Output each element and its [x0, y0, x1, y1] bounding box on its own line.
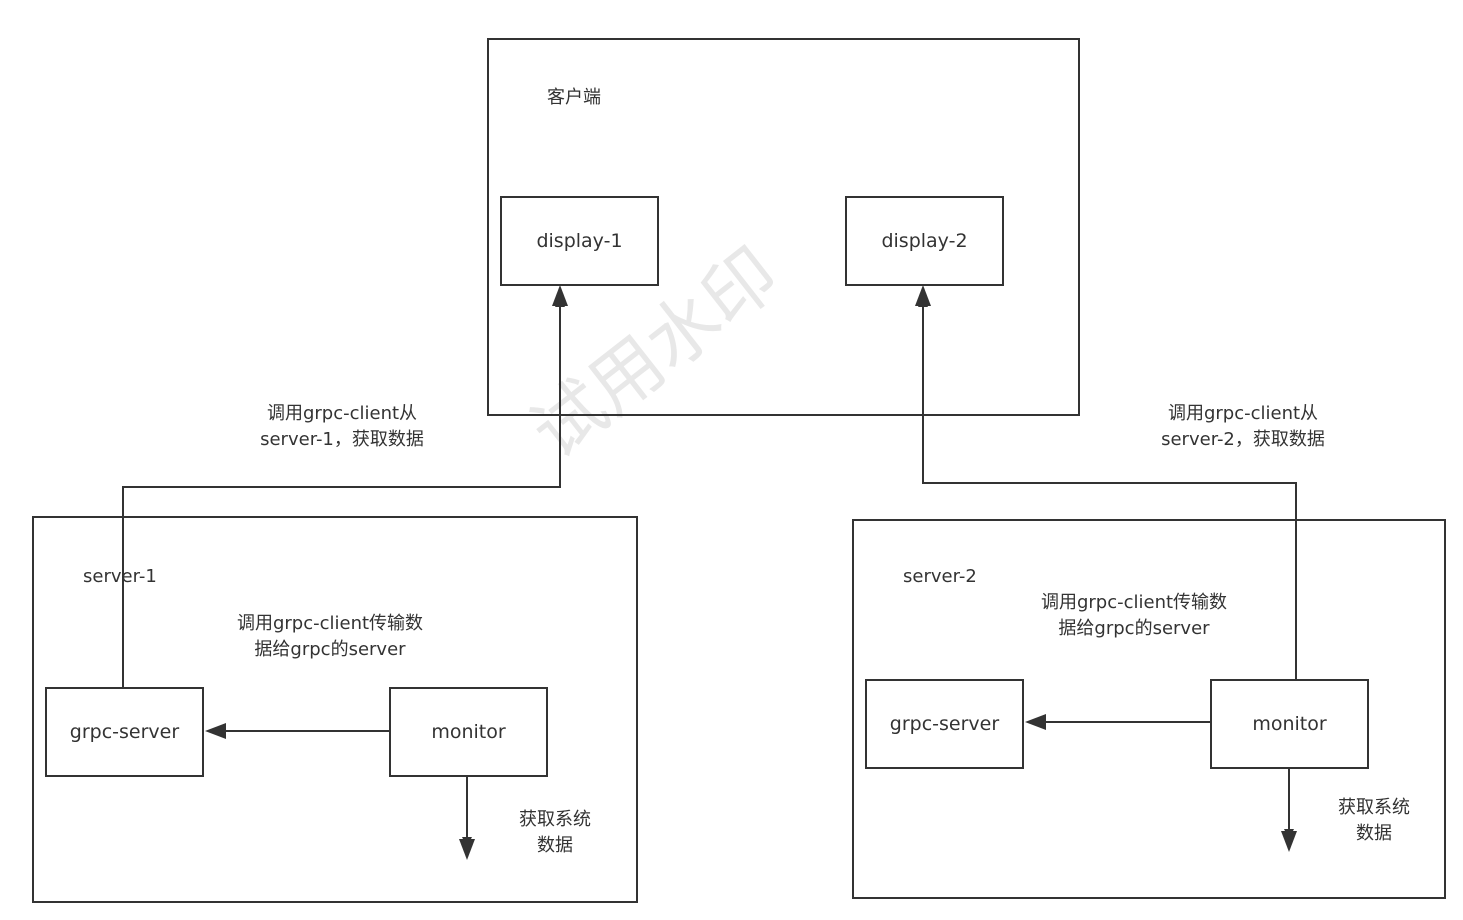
display-1-label: display-1 [536, 230, 623, 252]
edge-label-left: 调用grpc-client从 server-1，获取数据 [260, 403, 424, 450]
server-1-title: server-1 [83, 566, 157, 587]
server-1-monitor-note: 调用grpc-client传输数 据给grpc的server [236, 613, 424, 660]
server-1-monitor-label: monitor [431, 721, 506, 743]
server-2-monitor-note: 调用grpc-client传输数 据给grpc的server [1040, 592, 1228, 639]
server-1-monitor-node[interactable]: monitor [389, 687, 548, 777]
client-title: 客户端 [547, 87, 601, 108]
edge-label-right: 调用grpc-client从 server-2，获取数据 [1161, 403, 1325, 450]
server-1-grpc-server-node[interactable]: grpc-server [45, 687, 204, 777]
server-2-fetch-note: 获取系统 数据 [1338, 797, 1410, 844]
client-container[interactable] [487, 38, 1080, 416]
server-2-monitor-node[interactable]: monitor [1210, 679, 1369, 769]
server-2-monitor-label: monitor [1252, 713, 1327, 735]
server-2-grpc-server-label: grpc-server [889, 713, 1000, 735]
display-1-node[interactable]: display-1 [500, 196, 659, 286]
display-2-label: display-2 [881, 230, 968, 252]
display-2-node[interactable]: display-2 [845, 196, 1004, 286]
server-2-title: server-2 [903, 566, 977, 587]
server-2-grpc-server-node[interactable]: grpc-server [865, 679, 1024, 769]
server-1-grpc-server-label: grpc-server [69, 721, 180, 743]
server-1-fetch-note: 获取系统 数据 [519, 809, 591, 856]
